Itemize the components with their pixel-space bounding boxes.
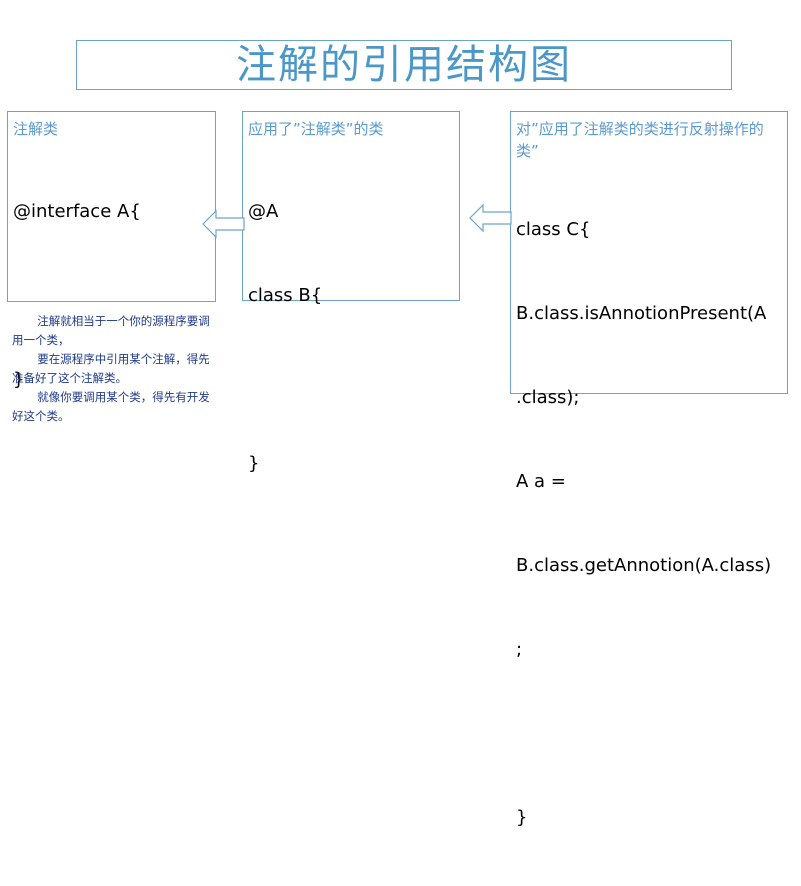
diagram-title-box: 注解的引用结构图 — [76, 40, 732, 90]
diagram-title: 注解的引用结构图 — [236, 42, 572, 88]
code-line: A a = — [516, 471, 566, 492]
code-line: ​ — [13, 282, 141, 310]
code-line: .class); — [516, 387, 580, 408]
code-line: } — [516, 807, 528, 828]
applied-class-code: @A class B{ ​ } — [248, 142, 322, 534]
code-line: class C{ — [516, 219, 591, 240]
note-paragraph: 注解就相当于一个你的源程序要调用一个类， — [12, 314, 210, 347]
annotation-class-title: 注解类 — [13, 120, 59, 138]
applied-class-title: 应用了”注解类”的类 — [248, 120, 384, 138]
note-paragraph: 就像你要调用某个类，得先有开发好这个类。 — [12, 390, 210, 423]
arrow-left-icon — [202, 209, 245, 239]
applied-class-box: 应用了”注解类”的类 @A class B{ ​ } — [242, 111, 460, 474]
code-line: } — [13, 369, 25, 390]
code-line: class B{ — [248, 285, 323, 306]
code-line: ​ — [248, 366, 322, 394]
code-line: ​ — [516, 720, 771, 748]
reflector-class-code: class C{ B.class.isAnnotionPresent(A .cl… — [516, 160, 771, 886]
code-line: @A — [248, 201, 279, 222]
explanatory-note: 注解就相当于一个你的源程序要调用一个类， 要在源程序中引用某个注解，得先准备好了… — [12, 312, 214, 426]
code-line: ; — [516, 639, 523, 660]
arrow-left-icon — [469, 203, 512, 233]
code-line: } — [248, 453, 260, 474]
reflector-class-box: 对”应用了注解类的类进行反射操作的类” class C{ B.class.isA… — [510, 111, 788, 828]
reflector-class-title: 对”应用了注解类的类进行反射操作的类” — [516, 120, 764, 160]
note-paragraph: 要在源程序中引用某个注解，得先准备好了这个注解类。 — [12, 352, 210, 385]
annotation-class-code: @interface A{ ​ } — [13, 142, 141, 450]
annotation-class-box: 注解类 @interface A{ ​ } — [7, 111, 216, 390]
code-line: B.class.getAnnotion(A.class) — [516, 555, 772, 576]
code-line: @interface A{ — [13, 201, 141, 222]
code-line: B.class.isAnnotionPresent(A — [516, 303, 767, 324]
